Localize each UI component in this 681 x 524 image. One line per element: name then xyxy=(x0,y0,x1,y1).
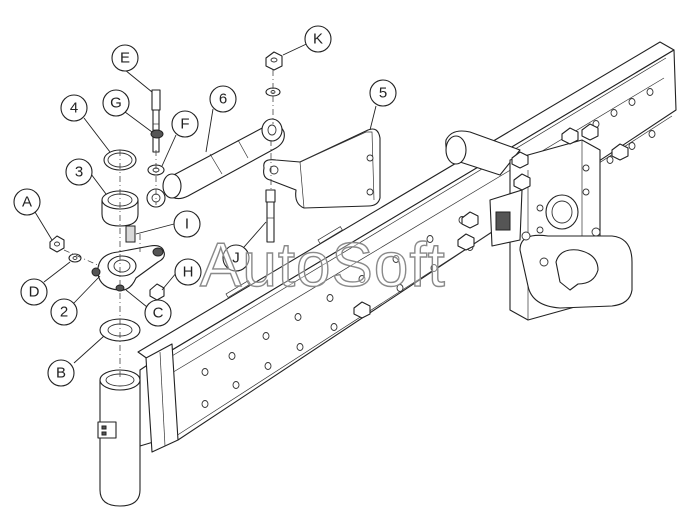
callout-2: 2 xyxy=(50,298,78,326)
callout-a-label: A xyxy=(22,194,32,211)
nut-a xyxy=(49,235,65,253)
callout-h: H xyxy=(174,258,202,286)
assembly-centerlines xyxy=(63,70,274,380)
callout-j: J xyxy=(222,244,250,272)
callout-g: G xyxy=(102,89,130,117)
bolt-e xyxy=(151,89,161,153)
callout-5: 5 xyxy=(369,79,397,107)
callout-5-label: 5 xyxy=(379,85,387,102)
callout-k-label: K xyxy=(313,31,323,48)
washer-g xyxy=(150,129,164,139)
callout-4: 4 xyxy=(60,94,88,122)
callout-d: D xyxy=(20,278,48,306)
callout-j-label: J xyxy=(232,250,240,267)
bracket-part-5 xyxy=(263,128,381,209)
callout-2-label: 2 xyxy=(60,304,68,321)
watermark-text: AutoSoft xyxy=(200,231,446,300)
callout-d-label: D xyxy=(29,284,40,301)
leader-lines xyxy=(34,39,377,364)
callout-f-label: F xyxy=(180,116,189,133)
callout-a: A xyxy=(13,188,41,216)
callout-4-label: 4 xyxy=(70,100,78,117)
callout-e: E xyxy=(111,44,139,72)
callout-c-label: C xyxy=(153,305,164,322)
callout-6-label: 6 xyxy=(219,91,227,108)
callout-c: C xyxy=(144,299,172,327)
key-i xyxy=(125,225,136,243)
nut-k xyxy=(265,51,283,97)
callout-3: 3 xyxy=(65,158,93,186)
steering-arm-2 xyxy=(91,245,165,292)
callout-i: I xyxy=(173,210,201,238)
callout-6: 6 xyxy=(209,85,237,113)
callout-b: B xyxy=(47,359,75,387)
hitch-assembly xyxy=(353,123,633,321)
callouts: K E G 4 6 5 F 3 xyxy=(13,25,397,387)
callout-f: F xyxy=(171,110,199,138)
damper-part-6 xyxy=(146,118,285,208)
hitch-bolts xyxy=(353,123,629,319)
callout-i-label: I xyxy=(185,216,189,233)
washer-d xyxy=(68,253,82,263)
callout-g-label: G xyxy=(110,95,122,112)
bolt-j xyxy=(265,189,276,243)
callout-3-label: 3 xyxy=(75,164,83,181)
callout-e-label: E xyxy=(120,50,130,67)
nut-h xyxy=(149,283,165,301)
king-pin-tube xyxy=(97,369,141,507)
callout-h-label: H xyxy=(183,264,194,281)
callout-k: K xyxy=(304,25,332,53)
frame-beam xyxy=(137,41,677,453)
callout-b-label: B xyxy=(56,365,66,382)
